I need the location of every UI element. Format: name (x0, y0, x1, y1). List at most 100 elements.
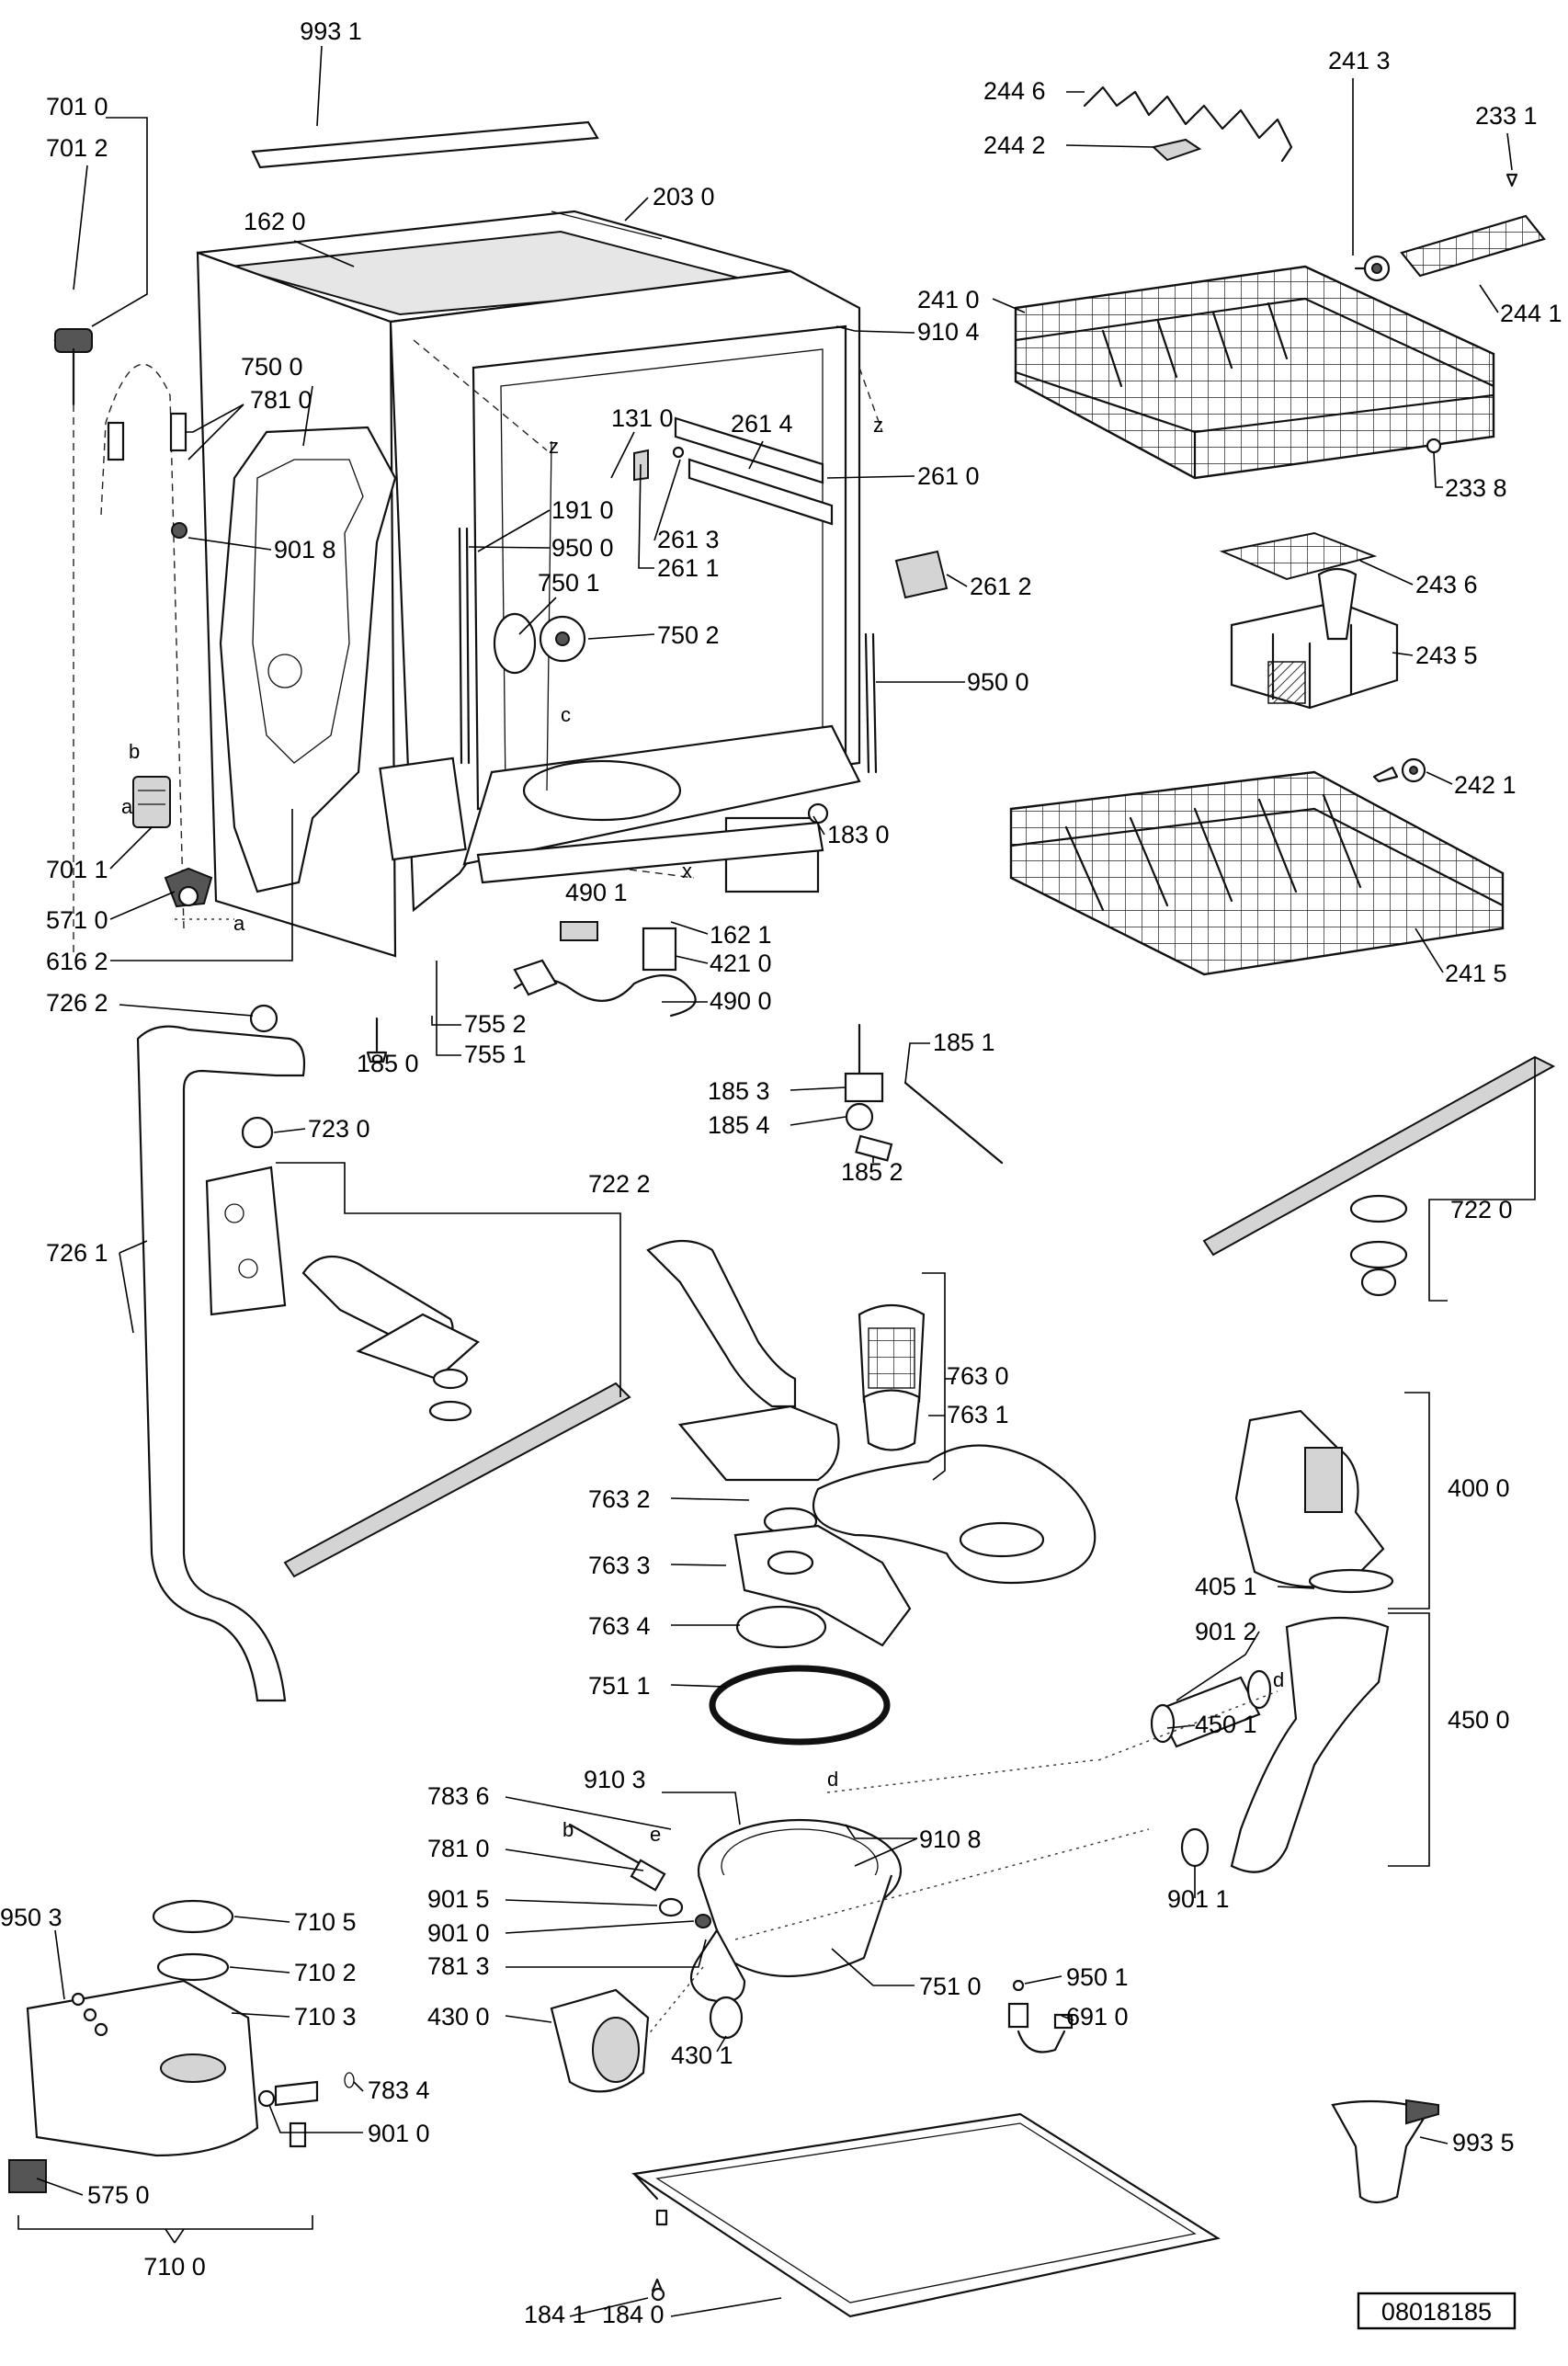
salt-funnel (1331, 2099, 1439, 2204)
part-label-p2442: 244 2 (983, 131, 1046, 159)
cutlery-basket (1219, 531, 1399, 710)
reference-code: 08018185 (1381, 2298, 1492, 2326)
connection-letter: a (121, 795, 133, 818)
part-label-p9011: 901 1 (1167, 1885, 1230, 1913)
part-label-p9503: 950 3 (0, 1904, 62, 1931)
part-label-p6162: 616 2 (46, 948, 108, 975)
basket-rail-parts (1083, 85, 1293, 163)
connection-letter: x (682, 859, 692, 882)
part-label-p7222: 722 2 (588, 1170, 651, 1198)
part-label-p4210: 421 0 (710, 950, 772, 977)
connection-letter: c (561, 703, 571, 726)
water-softener (8, 1899, 355, 2193)
part-label-p1621: 162 1 (710, 921, 772, 949)
part-label-p5750: 575 0 (87, 2181, 150, 2209)
temperature-sensor (1007, 1979, 1074, 2053)
reference-box: 08018185 (1357, 2292, 1517, 2330)
part-label-p7634: 763 4 (588, 1612, 651, 1640)
part-label-p4901a: 490 1 (565, 879, 628, 906)
part-label-p2436: 243 6 (1415, 571, 1478, 598)
part-label-p7012: 701 2 (46, 134, 108, 162)
part-label-p1310: 131 0 (611, 404, 674, 432)
connection-letter: d (827, 1768, 838, 1791)
supply-pipe (136, 1004, 480, 1702)
part-label-p7632: 763 2 (588, 1485, 651, 1513)
part-label-p4300: 430 0 (427, 2003, 490, 2030)
part-label-p7103: 710 3 (294, 2003, 357, 2030)
part-label-p7011: 701 1 (46, 856, 108, 883)
part-label-p2611: 261 1 (657, 554, 720, 582)
part-drawings (8, 85, 1556, 2318)
part-label-p7836: 783 6 (427, 1782, 490, 1810)
upper-spray-arm (1202, 1055, 1556, 1297)
part-label-p7262: 726 2 (46, 989, 108, 1017)
part-label-p6910: 691 0 (1066, 2003, 1129, 2030)
part-label-p2415: 241 5 (1445, 960, 1507, 987)
part-label-p9935: 993 5 (1452, 2129, 1515, 2156)
part-label-p1910: 191 0 (551, 496, 614, 524)
part-label-p2614: 261 4 (731, 410, 793, 438)
inlet-hose (53, 328, 187, 956)
connection-letter: b (562, 1818, 574, 1841)
part-label-p7230: 723 0 (308, 1115, 370, 1143)
lower-basket (1009, 770, 1505, 976)
part-label-p9501: 950 1 (1066, 1963, 1129, 1991)
part-label-p7220: 722 0 (1450, 1196, 1513, 1223)
part-label-p7813: 781 3 (427, 1952, 490, 1980)
part-label-p1851: 185 1 (933, 1029, 995, 1056)
part-label-p7100: 710 0 (143, 2253, 206, 2281)
lower-spray-arm (283, 1382, 631, 1578)
part-label-p9108: 910 8 (919, 1826, 982, 1853)
leader-lines (17, 45, 1536, 2317)
filter-assembly (677, 1304, 1096, 1746)
connection-letter: a (233, 912, 245, 935)
part-label-p1830: 183 0 (827, 821, 890, 848)
part-label-p7102: 710 2 (294, 1959, 357, 1986)
part-label-p2610: 261 0 (917, 462, 980, 490)
part-label-p1854: 185 4 (708, 1111, 770, 1139)
top-strip-part (251, 120, 599, 169)
sump-housing (568, 1818, 903, 2040)
part-label-p2446: 244 6 (983, 77, 1046, 105)
part-label-p2435: 243 5 (1415, 642, 1478, 669)
drain-pump (550, 1988, 650, 2093)
part-label-p9500b: 950 0 (967, 668, 1029, 696)
part-label-p4000: 400 0 (1448, 1474, 1510, 1502)
leveling-foot (366, 1017, 1004, 1165)
part-label-p2613: 261 3 (657, 526, 720, 553)
part-label-p7511: 751 1 (588, 1672, 651, 1700)
part-label-p9103: 910 3 (584, 1766, 646, 1793)
part-label-p4301: 430 1 (671, 2042, 733, 2069)
part-label-p7630: 763 0 (947, 1362, 1009, 1390)
part-label-p7261: 726 1 (46, 1239, 108, 1267)
part-label-p4500: 450 0 (1448, 1706, 1510, 1734)
part-label-p1850: 185 0 (357, 1050, 419, 1077)
connection-letter: b (129, 740, 140, 763)
part-label-p7501: 750 1 (538, 569, 600, 597)
insulation-panel (219, 426, 467, 893)
part-label-p7010: 701 0 (46, 93, 108, 120)
part-label-p1853: 185 3 (708, 1077, 770, 1105)
part-label-p2331: 233 1 (1475, 102, 1538, 130)
upper-basket (1014, 265, 1495, 480)
part-label-p1620: 162 0 (244, 208, 306, 235)
water-inlet-valve (132, 776, 213, 908)
part-label-p7552: 755 2 (464, 1010, 527, 1038)
part-label-p7105: 710 5 (294, 1908, 357, 1936)
part-label-p7500: 750 0 (241, 353, 303, 381)
part-label-p9010a: 901 0 (427, 1919, 490, 1947)
connection-letter: z (873, 414, 883, 437)
sump-pipe (646, 1240, 797, 1408)
part-label-p7633: 763 3 (588, 1552, 651, 1579)
part-label-p9931: 993 1 (300, 17, 362, 45)
connection-letter: d (1273, 1668, 1284, 1691)
basket-wheel (1372, 757, 1426, 783)
part-label-p4900: 490 0 (710, 987, 772, 1015)
part-label-p7502: 750 2 (657, 621, 720, 649)
rail-parts (458, 416, 949, 774)
cup-shelf (1354, 173, 1546, 454)
